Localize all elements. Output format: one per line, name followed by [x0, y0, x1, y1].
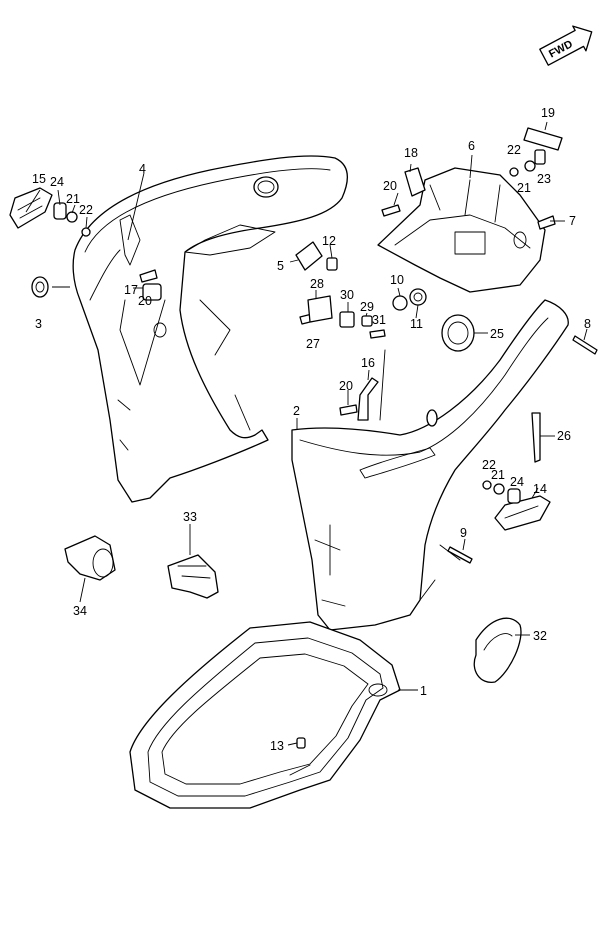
- callout-32: 32: [533, 629, 547, 643]
- callout-7: 7: [569, 214, 576, 228]
- callout-30: 30: [340, 288, 354, 302]
- callout-2: 2: [293, 404, 300, 418]
- callout-24-right: 24: [510, 475, 524, 489]
- callout-21-right: 21: [491, 468, 505, 482]
- callout-10: 10: [390, 273, 404, 287]
- callout-6: 6: [468, 139, 475, 153]
- callout-labels: 15 24 21 22 4 3 17 20 5 12 18 6 22 19 21…: [32, 106, 591, 753]
- callout-21-top: 21: [517, 181, 531, 195]
- callout-11: 11: [410, 317, 423, 331]
- callout-1: 1: [420, 684, 427, 698]
- small-parts: [9, 127, 598, 749]
- callout-13: 13: [270, 739, 284, 753]
- callout-28: 28: [310, 277, 324, 291]
- callout-25: 25: [490, 327, 504, 341]
- callout-24-upper: 24: [50, 175, 64, 189]
- callout-27: 27: [306, 337, 320, 351]
- callout-18: 18: [404, 146, 418, 160]
- callout-4: 4: [139, 162, 146, 176]
- side-cover-upper-left: [72, 155, 348, 503]
- callout-16: 16: [361, 356, 375, 370]
- callout-22-right: 22: [482, 458, 496, 472]
- callout-9: 9: [460, 526, 467, 540]
- callout-23: 23: [537, 172, 551, 186]
- callout-5: 5: [277, 259, 284, 273]
- callout-20-mid: 20: [339, 379, 353, 393]
- callout-22-top: 22: [507, 143, 521, 157]
- seal-frame: [129, 621, 401, 809]
- callout-12: 12: [322, 234, 336, 248]
- callout-33: 33: [183, 510, 197, 524]
- leader-lines: [25, 121, 588, 746]
- callout-14: 14: [533, 482, 547, 496]
- callout-21-upper: 21: [66, 192, 80, 206]
- callout-15: 15: [32, 172, 46, 186]
- grip-14: [494, 495, 551, 531]
- callout-3: 3: [35, 317, 42, 331]
- callout-34: 34: [73, 604, 87, 618]
- callout-20-left: 20: [138, 294, 152, 308]
- fwd-arrow-icon: FWD: [539, 25, 593, 66]
- callout-17: 17: [124, 283, 138, 297]
- bracket-assembly: [377, 167, 546, 293]
- grip-15: [9, 187, 53, 229]
- callout-19: 19: [541, 106, 555, 120]
- callout-20-top: 20: [383, 179, 397, 193]
- callout-31: 31: [372, 313, 386, 327]
- callout-29: 29: [360, 300, 374, 314]
- callout-8: 8: [584, 317, 591, 331]
- side-cover-lower-right: [291, 299, 569, 631]
- callout-26: 26: [557, 429, 571, 443]
- callout-22-upper: 22: [79, 203, 93, 217]
